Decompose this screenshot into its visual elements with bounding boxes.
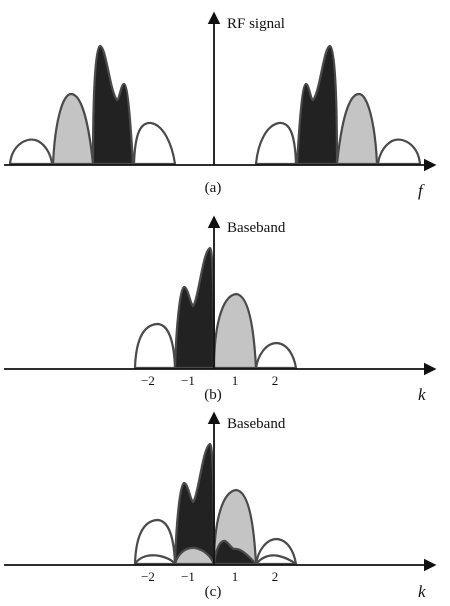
panel-b: Baseband −2 −1 1 2 (b) k (4, 215, 437, 404)
axis-label-k-c: k (418, 582, 426, 601)
cc-alias-gray-left (173, 546, 216, 566)
rf-dark-lobe-left (91, 44, 135, 166)
rf-white-lobe-right-inner (254, 121, 298, 166)
panel-a-title: RF signal (227, 16, 285, 32)
cc-alias-dark-right (212, 539, 258, 566)
cc-dark-lobe (173, 442, 216, 566)
tick-label-minus2-c: −2 (141, 569, 155, 584)
panel-b-title: Baseband (227, 220, 286, 236)
tick-label-2-c: 2 (272, 569, 279, 584)
panel-b-caption: (b) (204, 387, 222, 403)
bb-white-lobe-right (254, 341, 298, 370)
cc-alias-white-right (254, 554, 298, 566)
panel-a: RF signal (a) f (4, 11, 437, 200)
bb-gray-lobe (212, 292, 258, 370)
tick-label-minus2-b: −2 (141, 373, 155, 388)
bb-white-lobe-left (133, 322, 177, 370)
rf-white-lobe-left-outer (8, 138, 54, 166)
tick-label-1-b: 1 (232, 373, 239, 388)
rf-dark-lobe-right (295, 44, 339, 166)
rf-white-lobe-left-inner (132, 121, 177, 166)
panel-c-title: Baseband (227, 416, 286, 432)
bb-dark-lobe (173, 246, 216, 370)
tick-label-minus1-c: −1 (181, 569, 195, 584)
tick-label-1-c: 1 (232, 569, 239, 584)
panel-a-caption: (a) (205, 180, 222, 196)
axis-label-k-b: k (418, 385, 426, 404)
cc-alias-white-left (133, 554, 177, 566)
panel-c: Baseband −2 −1 1 2 (c) k (4, 411, 437, 601)
rf-gray-lobe-right (335, 92, 379, 166)
tick-label-2-b: 2 (272, 373, 279, 388)
rf-gray-lobe-left (51, 92, 95, 166)
cc-white-lobe-left (133, 518, 177, 566)
panel-c-caption: (c) (205, 584, 222, 600)
axis-label-f: f (418, 181, 425, 200)
tick-label-minus1-b: −1 (181, 373, 195, 388)
rf-white-lobe-right-outer (376, 138, 422, 166)
